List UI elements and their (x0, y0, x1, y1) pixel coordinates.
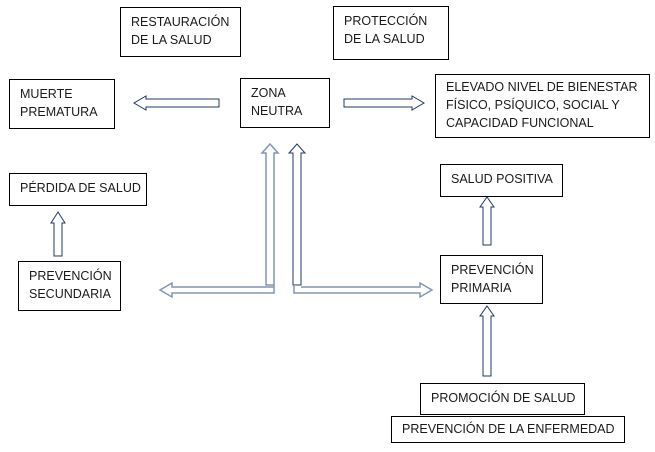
node-text: PROMOCIÓN DE SALUD (431, 391, 576, 405)
node-text: RESTAURACIÓN (131, 15, 230, 29)
arrow-zona-to-elevado (343, 95, 425, 111)
arrow-junction-to-primaria (293, 281, 434, 299)
node-perdida-de-salud: PÉRDIDA DE SALUD (9, 173, 147, 206)
node-text: SALUD POSITIVA (451, 172, 553, 186)
node-text: MUERTE (20, 87, 73, 101)
node-prevencion-primaria: PREVENCIÓN PRIMARIA (440, 255, 543, 304)
node-elevado-nivel-bienestar: ELEVADO NIVEL DE BIENESTAR FÍSICO, PSÍQU… (435, 74, 650, 138)
node-promocion-de-salud: PROMOCIÓN DE SALUD (420, 383, 585, 415)
node-text: FÍSICO, PSÍQUICO, SOCIAL Y (446, 98, 620, 112)
node-text: CAPACIDAD FUNCIONAL (446, 116, 594, 130)
arrow-junction-to-secundaria (158, 281, 275, 299)
arrow-junction-to-zona-left (260, 142, 280, 286)
node-salud-positiva: SALUD POSITIVA (440, 164, 563, 197)
node-text: ELEVADO NIVEL DE BIENESTAR (446, 80, 638, 94)
node-prevencion-secundaria: PREVENCIÓN SECUNDARIA (18, 261, 121, 311)
node-text: PREVENCIÓN (29, 269, 112, 283)
node-text: PROTECCIÓN (344, 14, 428, 28)
node-zona-neutra: ZONA NEUTRA (240, 78, 330, 128)
node-text: NEUTRA (251, 104, 303, 118)
arrow-secundaria-to-perdida (50, 211, 66, 257)
arrow-promocion-to-primaria (479, 305, 495, 377)
node-text: PRIMARIA (451, 281, 512, 295)
arrow-junction-to-zona-right (287, 143, 307, 286)
node-text: SECUNDARIA (29, 287, 111, 301)
node-text: PÉRDIDA DE SALUD (20, 181, 141, 195)
node-text: PREVENCIÓN (451, 263, 534, 277)
arrow-zona-to-muerte (133, 95, 220, 111)
node-text: DE LA SALUD (344, 32, 425, 46)
node-prevencion-de-la-enfermedad: PREVENCIÓN DE LA ENFERMEDAD (391, 416, 625, 443)
node-text: ZONA (251, 86, 286, 100)
node-proteccion: PROTECCIÓN DE LA SALUD (333, 6, 449, 60)
arrow-primaria-to-positiva (479, 196, 495, 246)
node-text: PREMATURA (20, 105, 98, 119)
node-muerte-prematura: MUERTE PREMATURA (9, 79, 115, 129)
node-text: PREVENCIÓN DE LA ENFERMEDAD (402, 422, 615, 436)
node-restauracion: RESTAURACIÓN DE LA SALUD (120, 7, 241, 57)
node-text: DE LA SALUD (131, 33, 212, 47)
